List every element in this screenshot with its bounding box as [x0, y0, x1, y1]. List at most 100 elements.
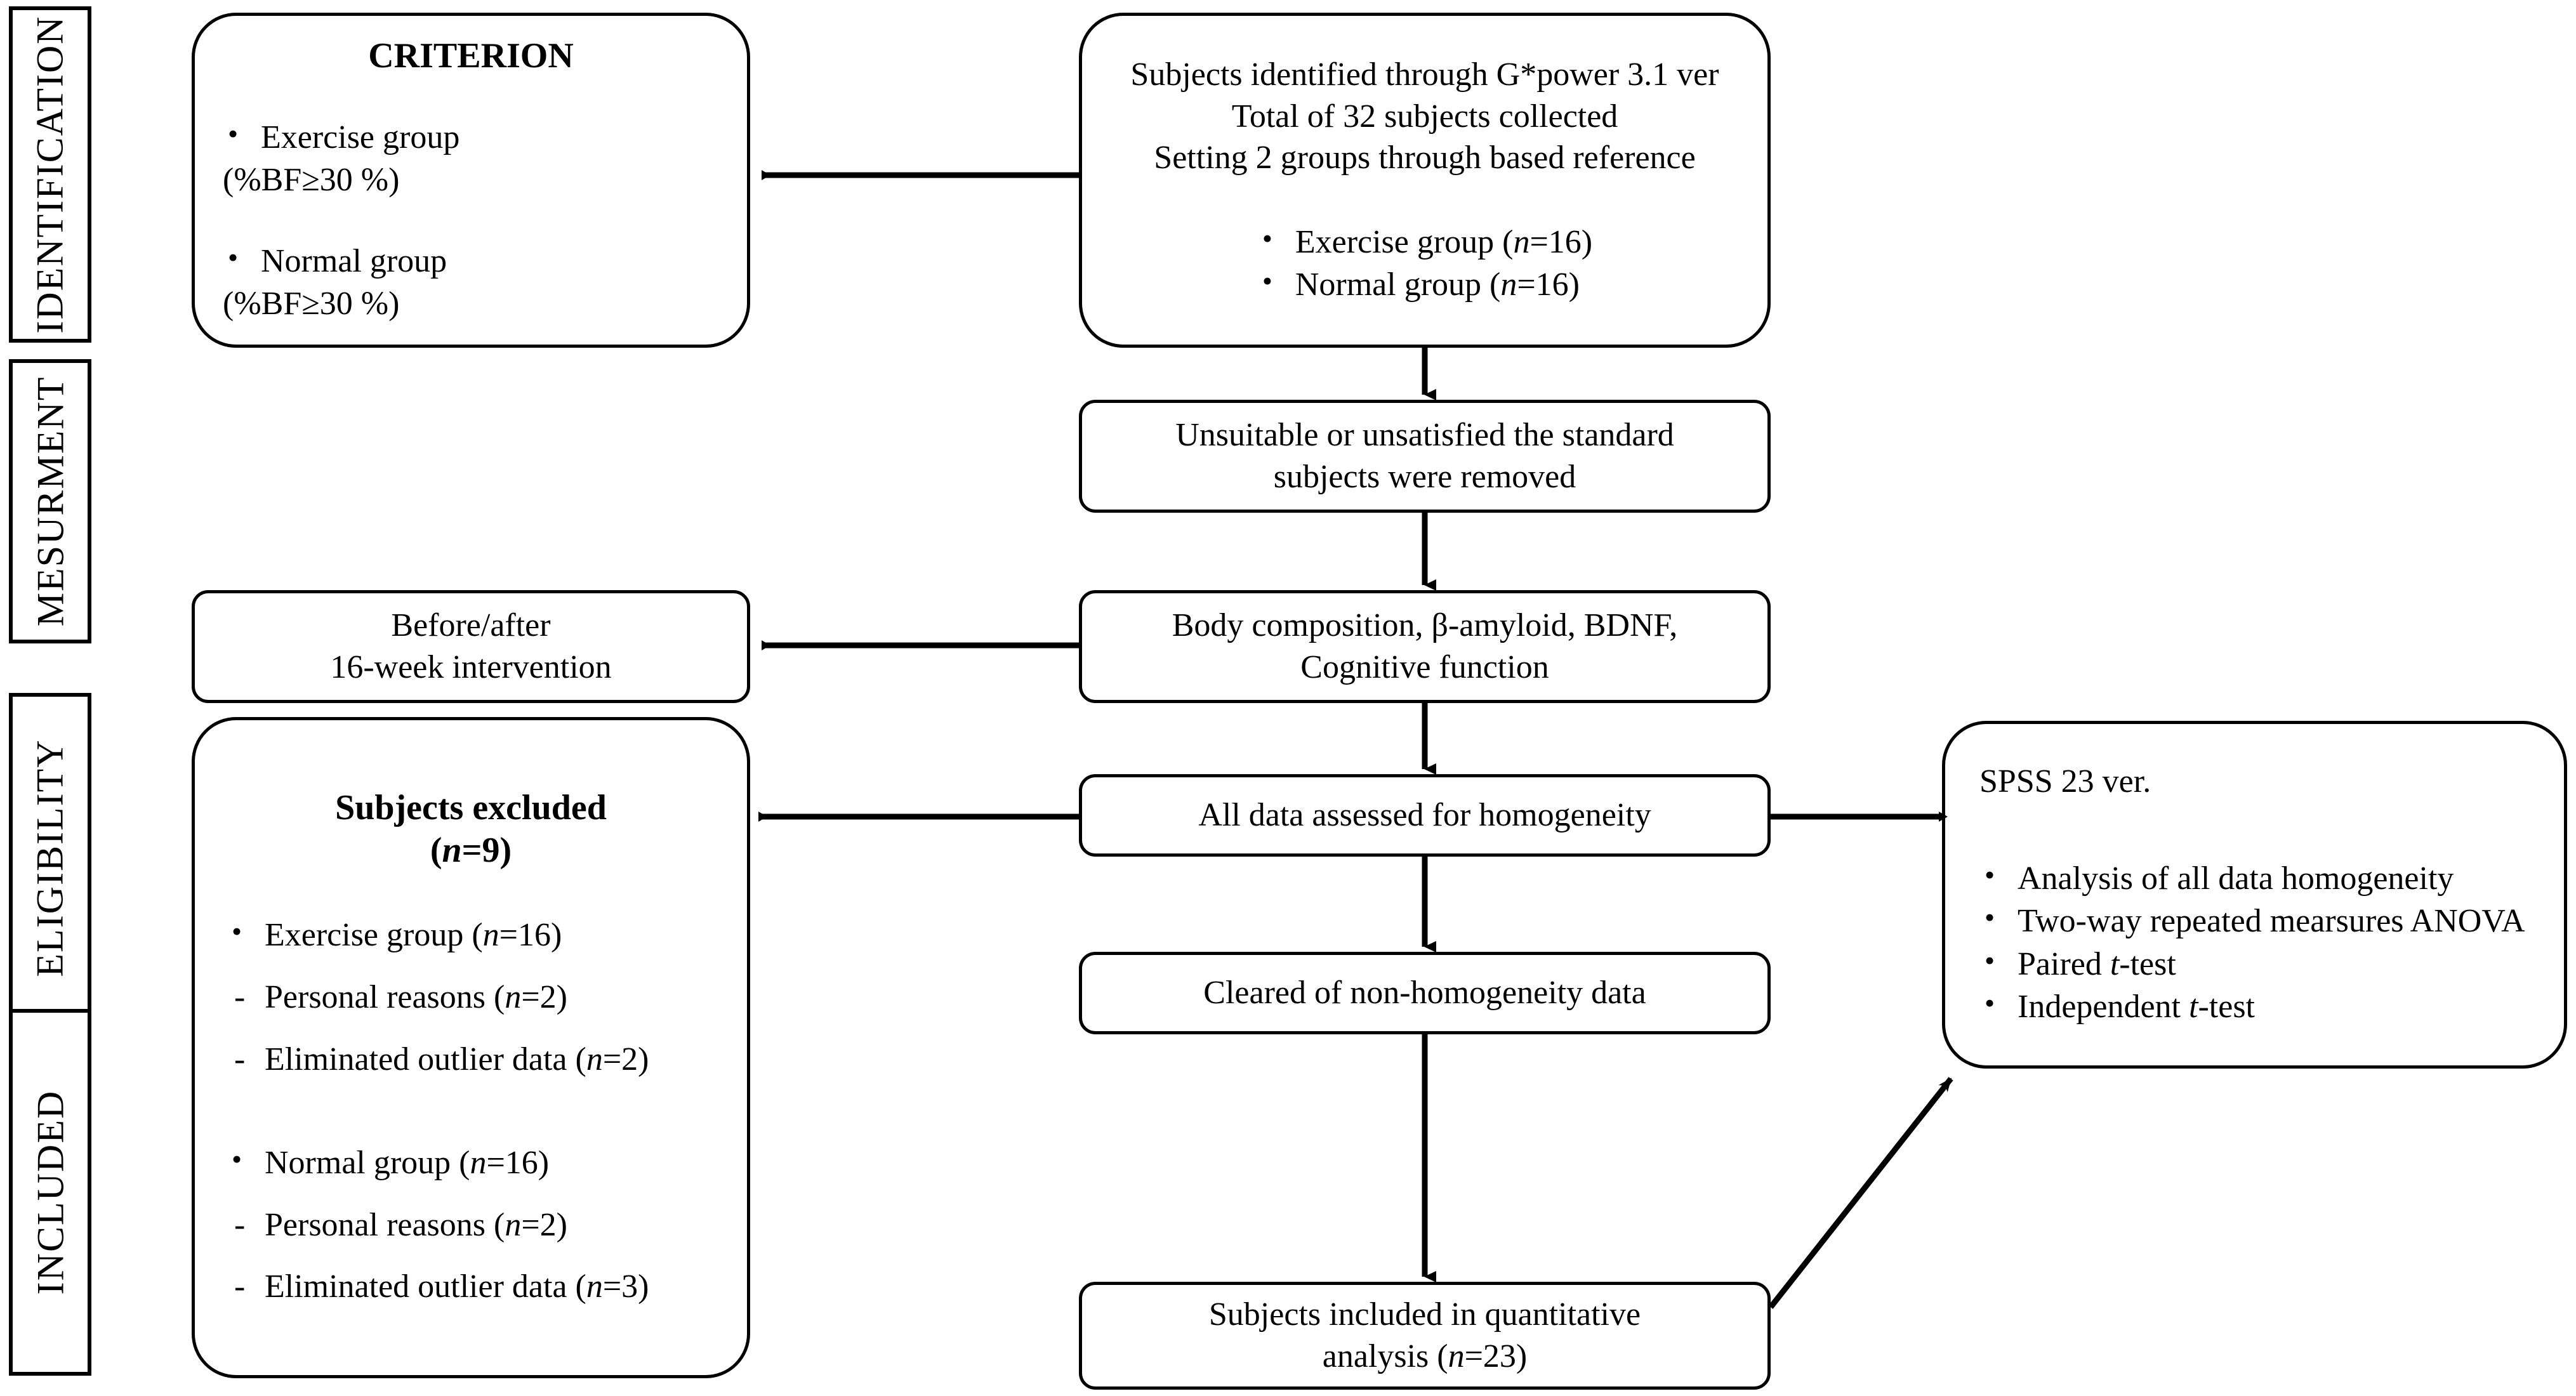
- spacer: [227, 1019, 715, 1038]
- included-line-2-post: =23): [1464, 1338, 1528, 1374]
- excluded-group-b-list: Normal group (n=16) Personal reasons (n=…: [227, 1140, 715, 1308]
- excluded-group-b-pre: Normal group (: [265, 1145, 470, 1182]
- excluded-group-b-reason-2: Eliminated outlier data (n=3): [227, 1265, 715, 1308]
- identified-line-2: Total of 32 subjects collected: [1231, 98, 1618, 135]
- spss-item-independent-t: t: [2189, 989, 2198, 1025]
- excluded-group-b-reason-2-n: n: [586, 1268, 603, 1305]
- identified-item-exercise-n: n: [1513, 223, 1530, 260]
- spss-item-anova: Two-way repeated mearsures ANOVA: [1979, 899, 2530, 943]
- excluded-group-a-heading: Exercise group (n=16): [227, 912, 715, 957]
- intervention-line-1: Before/after: [391, 607, 551, 644]
- excluded-group-a-list: Exercise group (n=16) Personal reasons (…: [227, 912, 715, 1081]
- excluded-group-a-reason-2: Eliminated outlier data (n=2): [227, 1038, 715, 1081]
- spss-item-list: Analysis of all data homogeneity Two-way…: [1979, 856, 2530, 1029]
- identified-item-exercise-post: =16): [1529, 223, 1593, 260]
- excluded-group-a-reason-2-pre: Eliminated outlier data (: [265, 1041, 586, 1077]
- excluded-group-a-reason-1-post: =2): [521, 979, 568, 1015]
- identified-item-normal-n: n: [1500, 267, 1517, 303]
- spacer: [1979, 803, 2530, 857]
- spss-item-paired-t-test: Paired t-test: [1979, 942, 2530, 986]
- excluded-title: Subjects excluded: [335, 788, 607, 828]
- identified-line-3: Setting 2 groups through based reference: [1154, 140, 1696, 176]
- excluded-group-b-post: =16): [486, 1145, 550, 1182]
- identified-item-list: Exercise group (n=16) Normal group (n=16…: [1257, 220, 1593, 306]
- identified-item-normal-group: Normal group (n=16): [1257, 262, 1592, 306]
- node-subjects-excluded: Subjects excluded (n=9) Exercise group (…: [192, 717, 750, 1378]
- stage-eligibility-label: ELIGIBILITY: [29, 739, 72, 977]
- excluded-group-b-reason-1: Personal reasons (n=2): [227, 1204, 715, 1247]
- removed-line-2: subjects were removed: [1273, 459, 1576, 495]
- criterion-item-list: Exercise group (%BF≥30 %) Normal group (…: [223, 115, 719, 326]
- spacer: [227, 1246, 715, 1265]
- identified-item-normal-post: =16): [1517, 267, 1580, 303]
- included-line-1: Subjects included in quantitative: [1208, 1296, 1641, 1333]
- spacer: [227, 957, 715, 976]
- homogeneity-line-1: All data assessed for homogeneity: [1198, 797, 1651, 834]
- excluded-group-b-reason-1-pre: Personal reasons (: [265, 1206, 505, 1243]
- criterion-title: CRITERION: [368, 36, 574, 76]
- removed-line-1: Unsuitable or unsatisfied the standard: [1175, 417, 1674, 454]
- node-cleared-nonhomogeneity: Cleared of non-homogeneity data: [1079, 952, 1771, 1034]
- excluded-group-a-reason-1-pre: Personal reasons (: [265, 979, 505, 1015]
- node-subjects-included: Subjects included in quantitative analys…: [1079, 1282, 1771, 1390]
- cleared-line-1: Cleared of non-homogeneity data: [1203, 975, 1646, 1011]
- spacer: [223, 77, 719, 115]
- stage-identification-label: IDENTIFICATION: [29, 15, 72, 334]
- node-homogeneity-assessment: All data assessed for homogeneity: [1079, 774, 1771, 857]
- excluded-group-b-reason-2-pre: Eliminated outlier data (: [265, 1268, 586, 1305]
- identified-item-exercise-group: Exercise group (n=16): [1257, 220, 1593, 264]
- included-line-2-n: n: [1448, 1338, 1465, 1374]
- excluded-group-b-reason-1-n: n: [505, 1206, 522, 1243]
- identified-item-normal-pre: Normal group (: [1295, 267, 1501, 303]
- spss-item-homogeneity: Analysis of all data homogeneity: [1979, 856, 2530, 900]
- criterion-item-exercise-detail: (%BF≥30 %): [223, 162, 400, 199]
- spss-item-paired-pre: Paired: [2018, 945, 2110, 982]
- stage-mesurment: MESURMENT: [9, 359, 91, 643]
- node-spss-analysis: SPSS 23 ver. Analysis of all data homoge…: [1942, 721, 2567, 1069]
- excluded-title-count-n: n: [442, 831, 462, 871]
- excluded-group-a-reason-1: Personal reasons (n=2): [227, 976, 715, 1019]
- measures-line-2: Cognitive function: [1300, 649, 1549, 685]
- spacer: [227, 872, 715, 914]
- spss-item-paired-post: -test: [2119, 945, 2176, 982]
- excluded-group-b-reason-1-post: =2): [521, 1206, 568, 1243]
- spss-item-paired-t: t: [2110, 945, 2120, 982]
- excluded-title-count-pre: (: [430, 831, 442, 871]
- excluded-group-b-n: n: [470, 1145, 487, 1182]
- spacer: [227, 1081, 715, 1142]
- spss-title: SPSS 23 ver.: [1979, 763, 2151, 800]
- node-subjects-removed: Unsuitable or unsatisfied the standard s…: [1079, 400, 1771, 513]
- excluded-group-b-heading: Normal group (n=16): [227, 1140, 715, 1185]
- stage-included-label: INCLUDED: [29, 1090, 71, 1295]
- excluded-group-a-reason-2-post: =2): [602, 1041, 649, 1077]
- spss-item-independent-pre: Independent: [2018, 989, 2190, 1025]
- node-measurements: Body composition, β-amyloid, BDNF, Cogni…: [1079, 590, 1771, 703]
- stage-eligibility: ELIGIBILITY: [9, 693, 91, 1023]
- identified-line-1: Subjects identified through G*power 3.1 …: [1130, 56, 1719, 93]
- spss-item-independent-post: -test: [2198, 989, 2255, 1025]
- identified-item-exercise-pre: Exercise group (: [1295, 223, 1514, 260]
- criterion-item-exercise-group: Exercise group: [223, 115, 719, 159]
- intervention-line-2: 16-week intervention: [330, 649, 612, 685]
- excluded-group-a-n: n: [482, 917, 499, 954]
- excluded-title-count: (n=9): [227, 829, 715, 872]
- node-criterion: CRITERION Exercise group (%BF≥30 %) Norm…: [192, 13, 750, 348]
- excluded-group-b-reason-2-post: =3): [602, 1268, 649, 1305]
- arrow-included-to-spss: [1768, 1077, 1953, 1309]
- spacer: [223, 202, 719, 240]
- excluded-group-a-reason-1-n: n: [505, 979, 522, 1015]
- excluded-group-a-post: =16): [499, 917, 562, 954]
- excluded-group-a-pre: Exercise group (: [265, 917, 483, 954]
- excluded-title-count-post: =9): [461, 831, 512, 871]
- criterion-item-normal-detail: (%BF≥30 %): [223, 286, 400, 322]
- node-intervention: Before/after 16-week intervention: [192, 590, 750, 703]
- node-subjects-identified: Subjects identified through G*power 3.1 …: [1079, 13, 1771, 348]
- measures-line-1: Body composition, β-amyloid, BDNF,: [1172, 607, 1678, 644]
- stage-mesurment-label: MESURMENT: [29, 376, 72, 627]
- spss-item-homogeneity-text: Analysis of all data homogeneity: [2018, 860, 2454, 897]
- criterion-item-normal-group: Normal group: [223, 239, 719, 283]
- spacer: [227, 1185, 715, 1204]
- spss-item-anova-text: Two-way repeated mearsures ANOVA: [2018, 903, 2525, 940]
- stage-included: INCLUDED: [9, 1009, 91, 1376]
